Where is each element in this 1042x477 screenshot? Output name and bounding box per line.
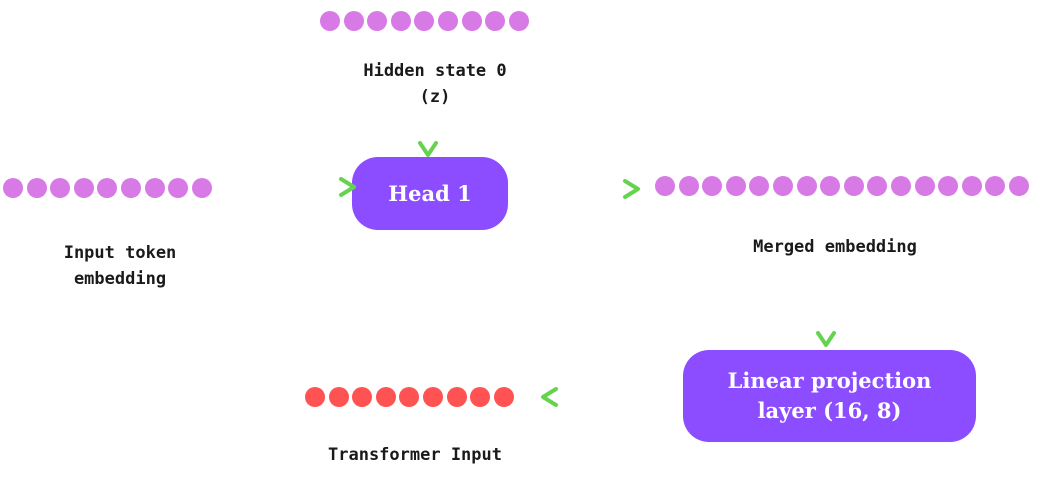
vector-dot (772, 176, 793, 196)
vector-dot (144, 178, 165, 198)
vector-dot (843, 176, 864, 196)
linear-projection-line2: layer (16, 8) (757, 398, 902, 423)
input-token-embedding-line1: Input token (63, 243, 177, 263)
vector-dot (352, 387, 373, 407)
merged-embedding-label: Merged embedding (753, 237, 917, 257)
vector-dot (985, 176, 1006, 196)
vector-dot (867, 176, 888, 196)
arrow-head-to-merged (512, 179, 640, 199)
vector-dot (367, 11, 388, 31)
vector-dot (437, 11, 458, 31)
arrow-input-to-head (228, 177, 356, 197)
vector-dot (938, 176, 959, 196)
merged-embedding-vector (655, 176, 1033, 196)
vector-dot (446, 387, 467, 407)
vector-dot (508, 11, 529, 31)
vector-dot (493, 387, 514, 407)
arrow-projection-to-transformer (541, 387, 675, 407)
vector-dot (375, 387, 396, 407)
arrow-merged-to-projection (816, 298, 836, 347)
vector-dot (390, 11, 411, 31)
vector-dot (50, 178, 71, 198)
hidden-state-label-line2: (z) (419, 87, 451, 107)
vector-dot (914, 176, 935, 196)
input-token-embedding-line2: embedding (73, 269, 167, 289)
head-1-box: Head 1 (352, 157, 508, 230)
vector-dot (120, 178, 141, 198)
vector-dot (3, 178, 23, 198)
vector-dot (655, 176, 675, 196)
vector-dot (343, 11, 364, 31)
hidden-state-label-line1: Hidden state 0 (363, 61, 507, 81)
transformer-input-label: Transformer Input (328, 445, 502, 465)
vector-dot (725, 176, 746, 196)
vector-dot (820, 176, 841, 196)
vector-dot (470, 387, 491, 407)
vector-dot (305, 387, 325, 407)
vector-dot (320, 11, 340, 31)
hidden-state-vector (320, 11, 532, 31)
vector-dot (191, 178, 212, 198)
head-1-label: Head 1 (388, 180, 472, 206)
vector-dot (1008, 176, 1029, 196)
vector-dot (749, 176, 770, 196)
vector-dot (961, 176, 982, 196)
vector-dot (702, 176, 723, 196)
linear-projection-line1: Linear projection (727, 368, 932, 393)
vector-dot (485, 11, 506, 31)
vector-dot (414, 11, 435, 31)
input-token-embedding-label: Input token embedding (40, 240, 200, 292)
vector-dot (328, 387, 349, 407)
transformer-input-vector (305, 387, 517, 407)
vector-dot (422, 387, 443, 407)
vector-dot (461, 11, 482, 31)
vector-dot (796, 176, 817, 196)
linear-projection-box: Linear projection layer (16, 8) (683, 350, 976, 442)
vector-dot (890, 176, 911, 196)
vector-dot (678, 176, 699, 196)
hidden-state-label: Hidden state 0 (z) (340, 58, 530, 110)
arrow-hidden-to-head (418, 108, 438, 157)
input-token-embedding-vector (3, 178, 215, 198)
vector-dot (73, 178, 94, 198)
vector-dot (26, 178, 47, 198)
vector-dot (97, 178, 118, 198)
vector-dot (399, 387, 420, 407)
vector-dot (168, 178, 189, 198)
